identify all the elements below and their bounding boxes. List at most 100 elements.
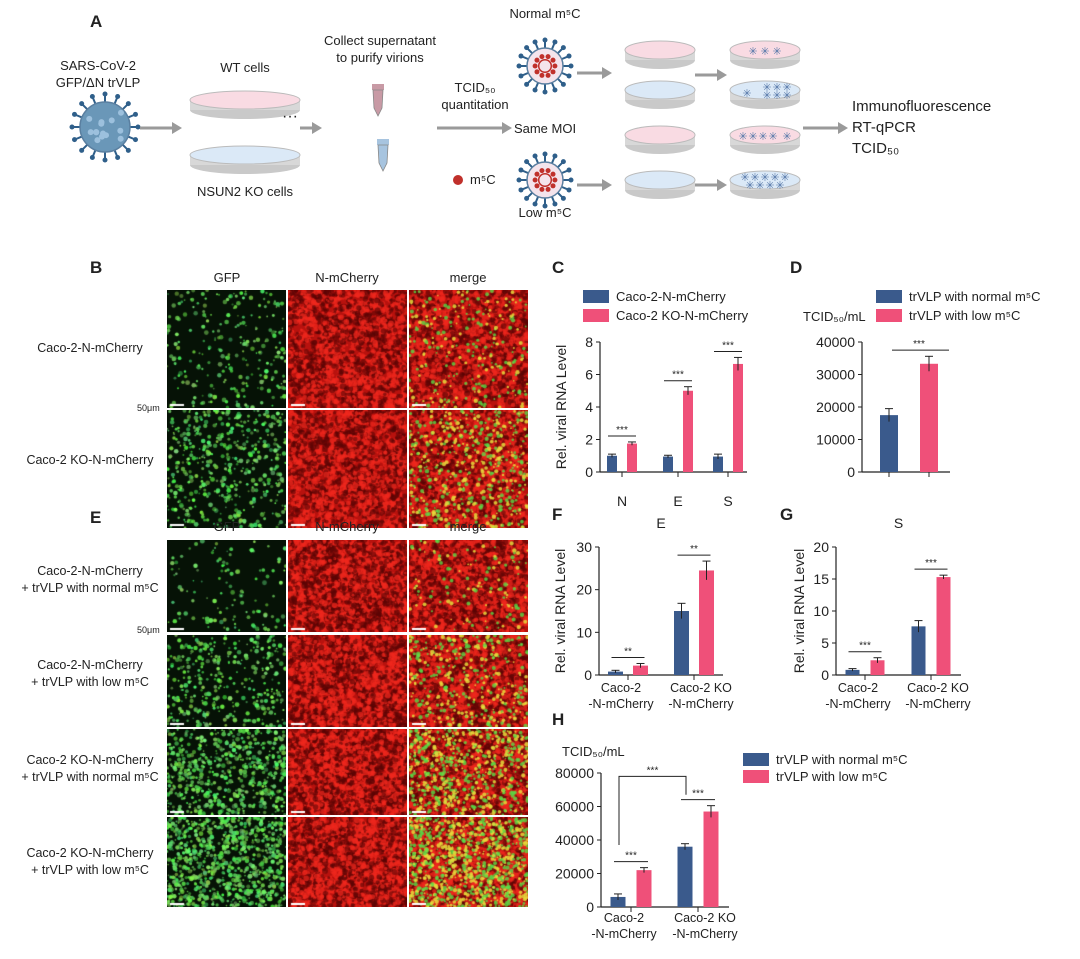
virus-body xyxy=(527,48,563,84)
m5c-dot xyxy=(539,187,544,192)
bar xyxy=(607,456,617,472)
m5c-dot xyxy=(551,172,556,177)
y-tick-label: 0 xyxy=(847,464,855,480)
spike-tip xyxy=(567,187,572,192)
y-tick-label: 20 xyxy=(576,582,592,598)
y-tick-label: 40000 xyxy=(816,334,855,350)
spike-tip xyxy=(524,196,529,201)
tube-body xyxy=(373,90,383,116)
bar xyxy=(678,847,693,907)
e-row-label: Caco-2 KO-N-mCherry+ trVLP with normal m… xyxy=(21,752,158,786)
cell-star-icon: ✳ xyxy=(745,180,754,192)
e-row-line1: Caco-2-N-mCherry xyxy=(37,564,143,578)
y-axis-label: Rel. viral RNA Level xyxy=(552,549,568,674)
significance-label: *** xyxy=(647,765,659,776)
legend-label: trVLP with normal m⁵C xyxy=(776,752,908,767)
b-row-label: Caco-2-N-mCherry xyxy=(37,340,143,357)
spike-tip xyxy=(517,178,522,183)
legend-item: trVLP with low m⁵C xyxy=(876,308,1020,323)
panel-label-b: B xyxy=(90,258,102,278)
spike-tip xyxy=(90,94,95,99)
y-tick-label: 10000 xyxy=(816,432,855,448)
spike-tip xyxy=(518,54,523,59)
y-tick-label: 8 xyxy=(585,334,593,350)
plate-icon xyxy=(625,126,695,154)
dish-top xyxy=(190,91,300,109)
e-row-line2: + trVLP with normal m⁵C xyxy=(21,770,158,784)
legend-swatch xyxy=(743,770,769,783)
spike-tip xyxy=(136,125,141,130)
dish-top xyxy=(625,81,695,99)
spike-tip xyxy=(90,155,95,160)
m5c-dot xyxy=(551,58,556,63)
collect-label: Collect supernatant xyxy=(324,33,436,48)
m5c-dot xyxy=(539,168,544,173)
e-row-line1: Caco-2 KO-N-mCherry xyxy=(26,846,153,860)
x-tick-label: Caco-2 xyxy=(601,681,641,695)
spike-tip xyxy=(524,82,529,87)
m5c-dot xyxy=(546,168,551,173)
spike-tip xyxy=(126,148,131,153)
spike-tip xyxy=(543,38,548,43)
x-tick-label: -N-mCherry xyxy=(905,697,971,711)
readout-if: Immunofluorescence xyxy=(852,98,991,115)
legend-item: Caco-2-N-mCherry xyxy=(583,289,726,304)
x-tick-label: E xyxy=(673,493,682,509)
y-tick-label: 10 xyxy=(813,603,829,619)
chart-title: S xyxy=(894,515,903,531)
legend-item: trVLP with normal m⁵C xyxy=(743,752,908,767)
legend-label: Caco-2-N-mCherry xyxy=(616,289,726,304)
arrow-head-icon xyxy=(602,67,612,79)
spike-tip xyxy=(561,82,566,87)
dish-top xyxy=(625,171,695,189)
b-scale-bar-label: 50μm xyxy=(137,403,160,413)
readout-tcid: TCID₅₀ xyxy=(852,140,899,157)
spike-tip xyxy=(561,159,566,164)
plate-infected-icon: ✳✳✳✳✳ xyxy=(730,126,800,154)
legend-label: Caco-2 KO-N-mCherry xyxy=(616,308,748,323)
cell-star-icon: ✳ xyxy=(768,131,777,143)
speckle xyxy=(117,128,123,134)
significance-label: ** xyxy=(690,544,698,555)
dish-top xyxy=(190,146,300,164)
panel-label-a: A xyxy=(90,12,102,32)
cell-star-icon: ✳ xyxy=(755,180,764,192)
spike-tip xyxy=(72,137,77,142)
y-tick-label: 0 xyxy=(585,464,593,480)
m5c-dot xyxy=(533,64,538,69)
legend-swatch xyxy=(583,290,609,303)
virus-label-2: GFP/ΔN trVLP xyxy=(56,75,141,90)
cell-star-icon: ✳ xyxy=(782,90,791,102)
y-tick-label: 20000 xyxy=(555,866,594,882)
e-row-label: Caco-2 KO-N-mCherry + trVLP with low m⁵C xyxy=(26,845,153,879)
cell-star-icon: ✳ xyxy=(765,180,774,192)
speckle xyxy=(88,129,94,135)
x-tick-label: S xyxy=(723,493,732,509)
arrow-head-icon xyxy=(502,122,512,134)
ko-cells-label: NSUN2 KO cells xyxy=(197,184,293,199)
bar xyxy=(663,457,673,472)
plate-infected-icon: ✳✳✳✳✳✳✳ xyxy=(730,81,800,109)
spike-tip xyxy=(561,196,566,201)
y-tick-label: 2 xyxy=(585,432,593,448)
bar xyxy=(912,626,926,675)
spike-tip xyxy=(103,92,108,97)
bar xyxy=(699,570,714,675)
significance-label: *** xyxy=(616,425,628,436)
bar xyxy=(627,444,637,472)
e-row-line2: + trVLP with low m⁵C xyxy=(31,863,149,877)
m5c-dot-icon xyxy=(453,175,463,185)
same-moi-label: Same MOI xyxy=(514,121,576,136)
m5c-dot xyxy=(552,64,557,69)
spike-tip xyxy=(126,101,131,106)
spike-tip xyxy=(552,153,557,158)
panel-label-c: C xyxy=(552,258,564,278)
significance-label: *** xyxy=(722,340,734,351)
x-tick-label: -N-mCherry xyxy=(591,927,657,941)
m5c-dot xyxy=(533,178,538,183)
spike-tip xyxy=(518,168,523,173)
m5c-dot xyxy=(546,54,551,59)
y-tick-label: 30 xyxy=(576,539,592,555)
cell-star-icon: ✳ xyxy=(772,90,781,102)
